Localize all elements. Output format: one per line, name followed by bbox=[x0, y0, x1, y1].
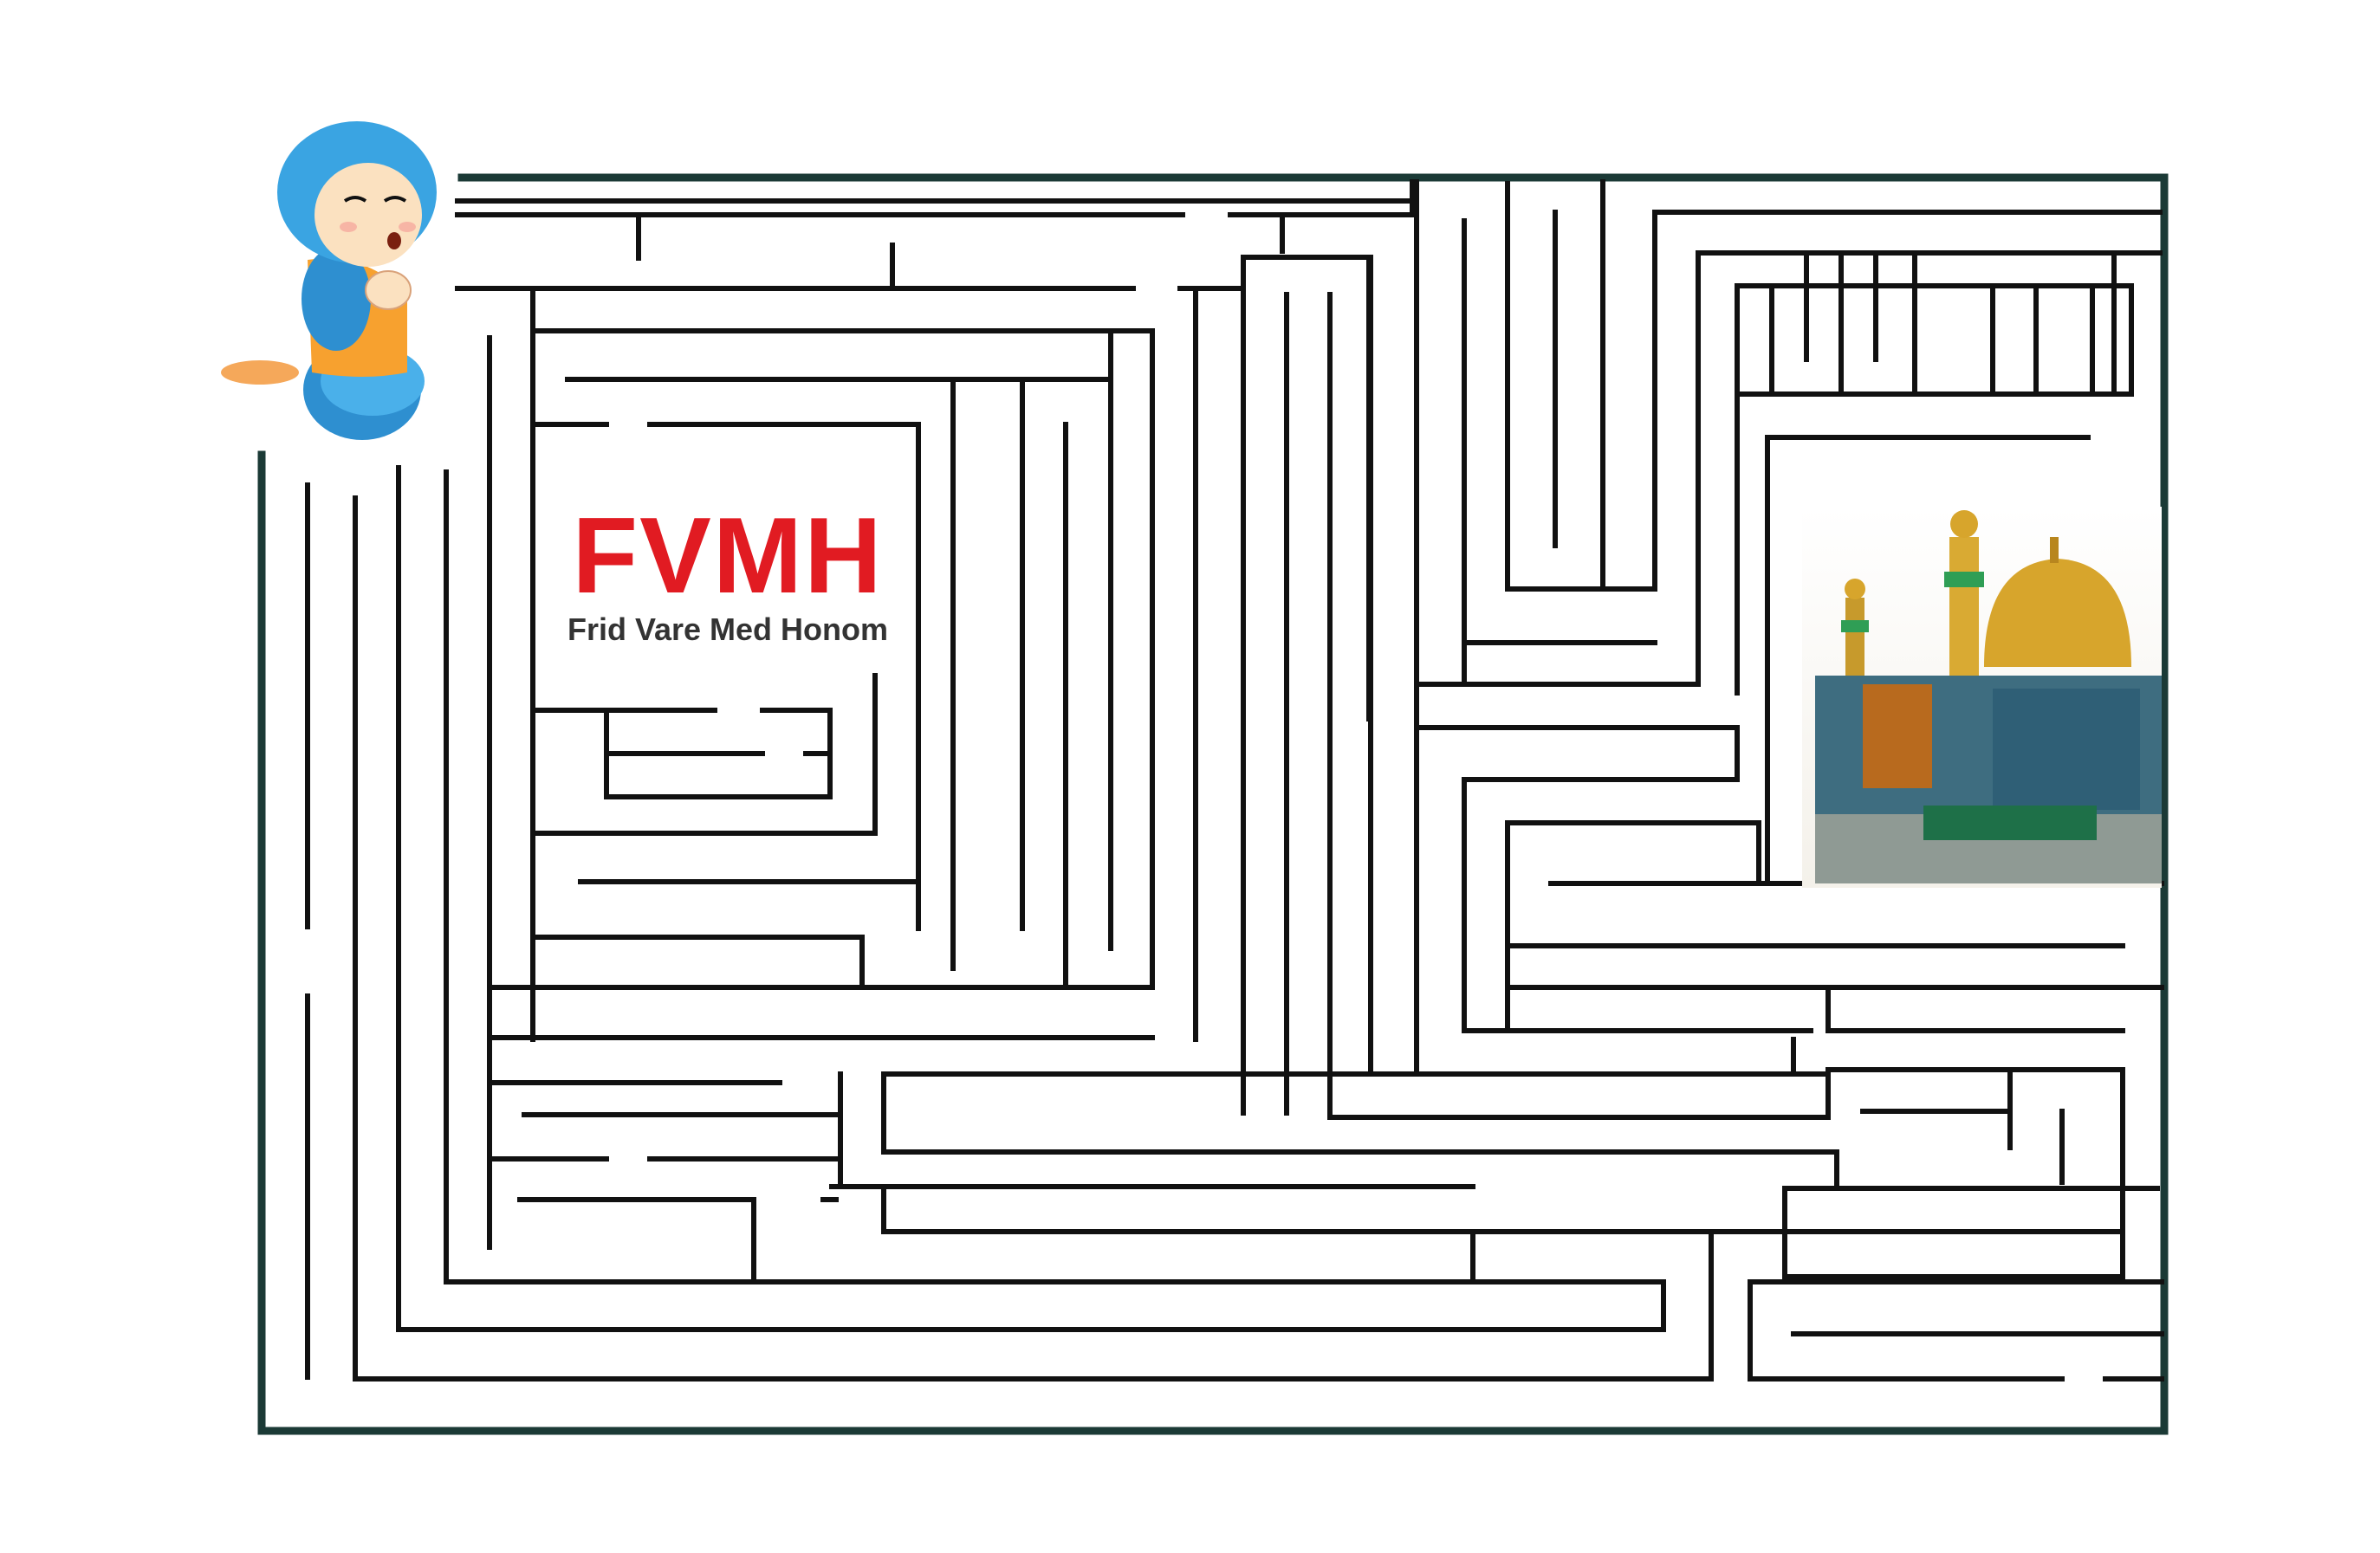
maze-walls bbox=[305, 179, 2164, 1382]
shrine-facade bbox=[1815, 676, 2162, 883]
girl-head bbox=[277, 121, 437, 267]
fvmh-logo: FVMH Frid Vare Med Honom bbox=[537, 502, 918, 648]
logo-subtitle: Frid Vare Med Honom bbox=[567, 611, 889, 647]
girl-hands bbox=[365, 270, 412, 310]
maze-outer-border bbox=[257, 173, 2169, 1435]
shrine-dome bbox=[1984, 537, 2131, 667]
girl-body bbox=[221, 247, 425, 440]
logo-title: FVMH bbox=[572, 496, 884, 616]
